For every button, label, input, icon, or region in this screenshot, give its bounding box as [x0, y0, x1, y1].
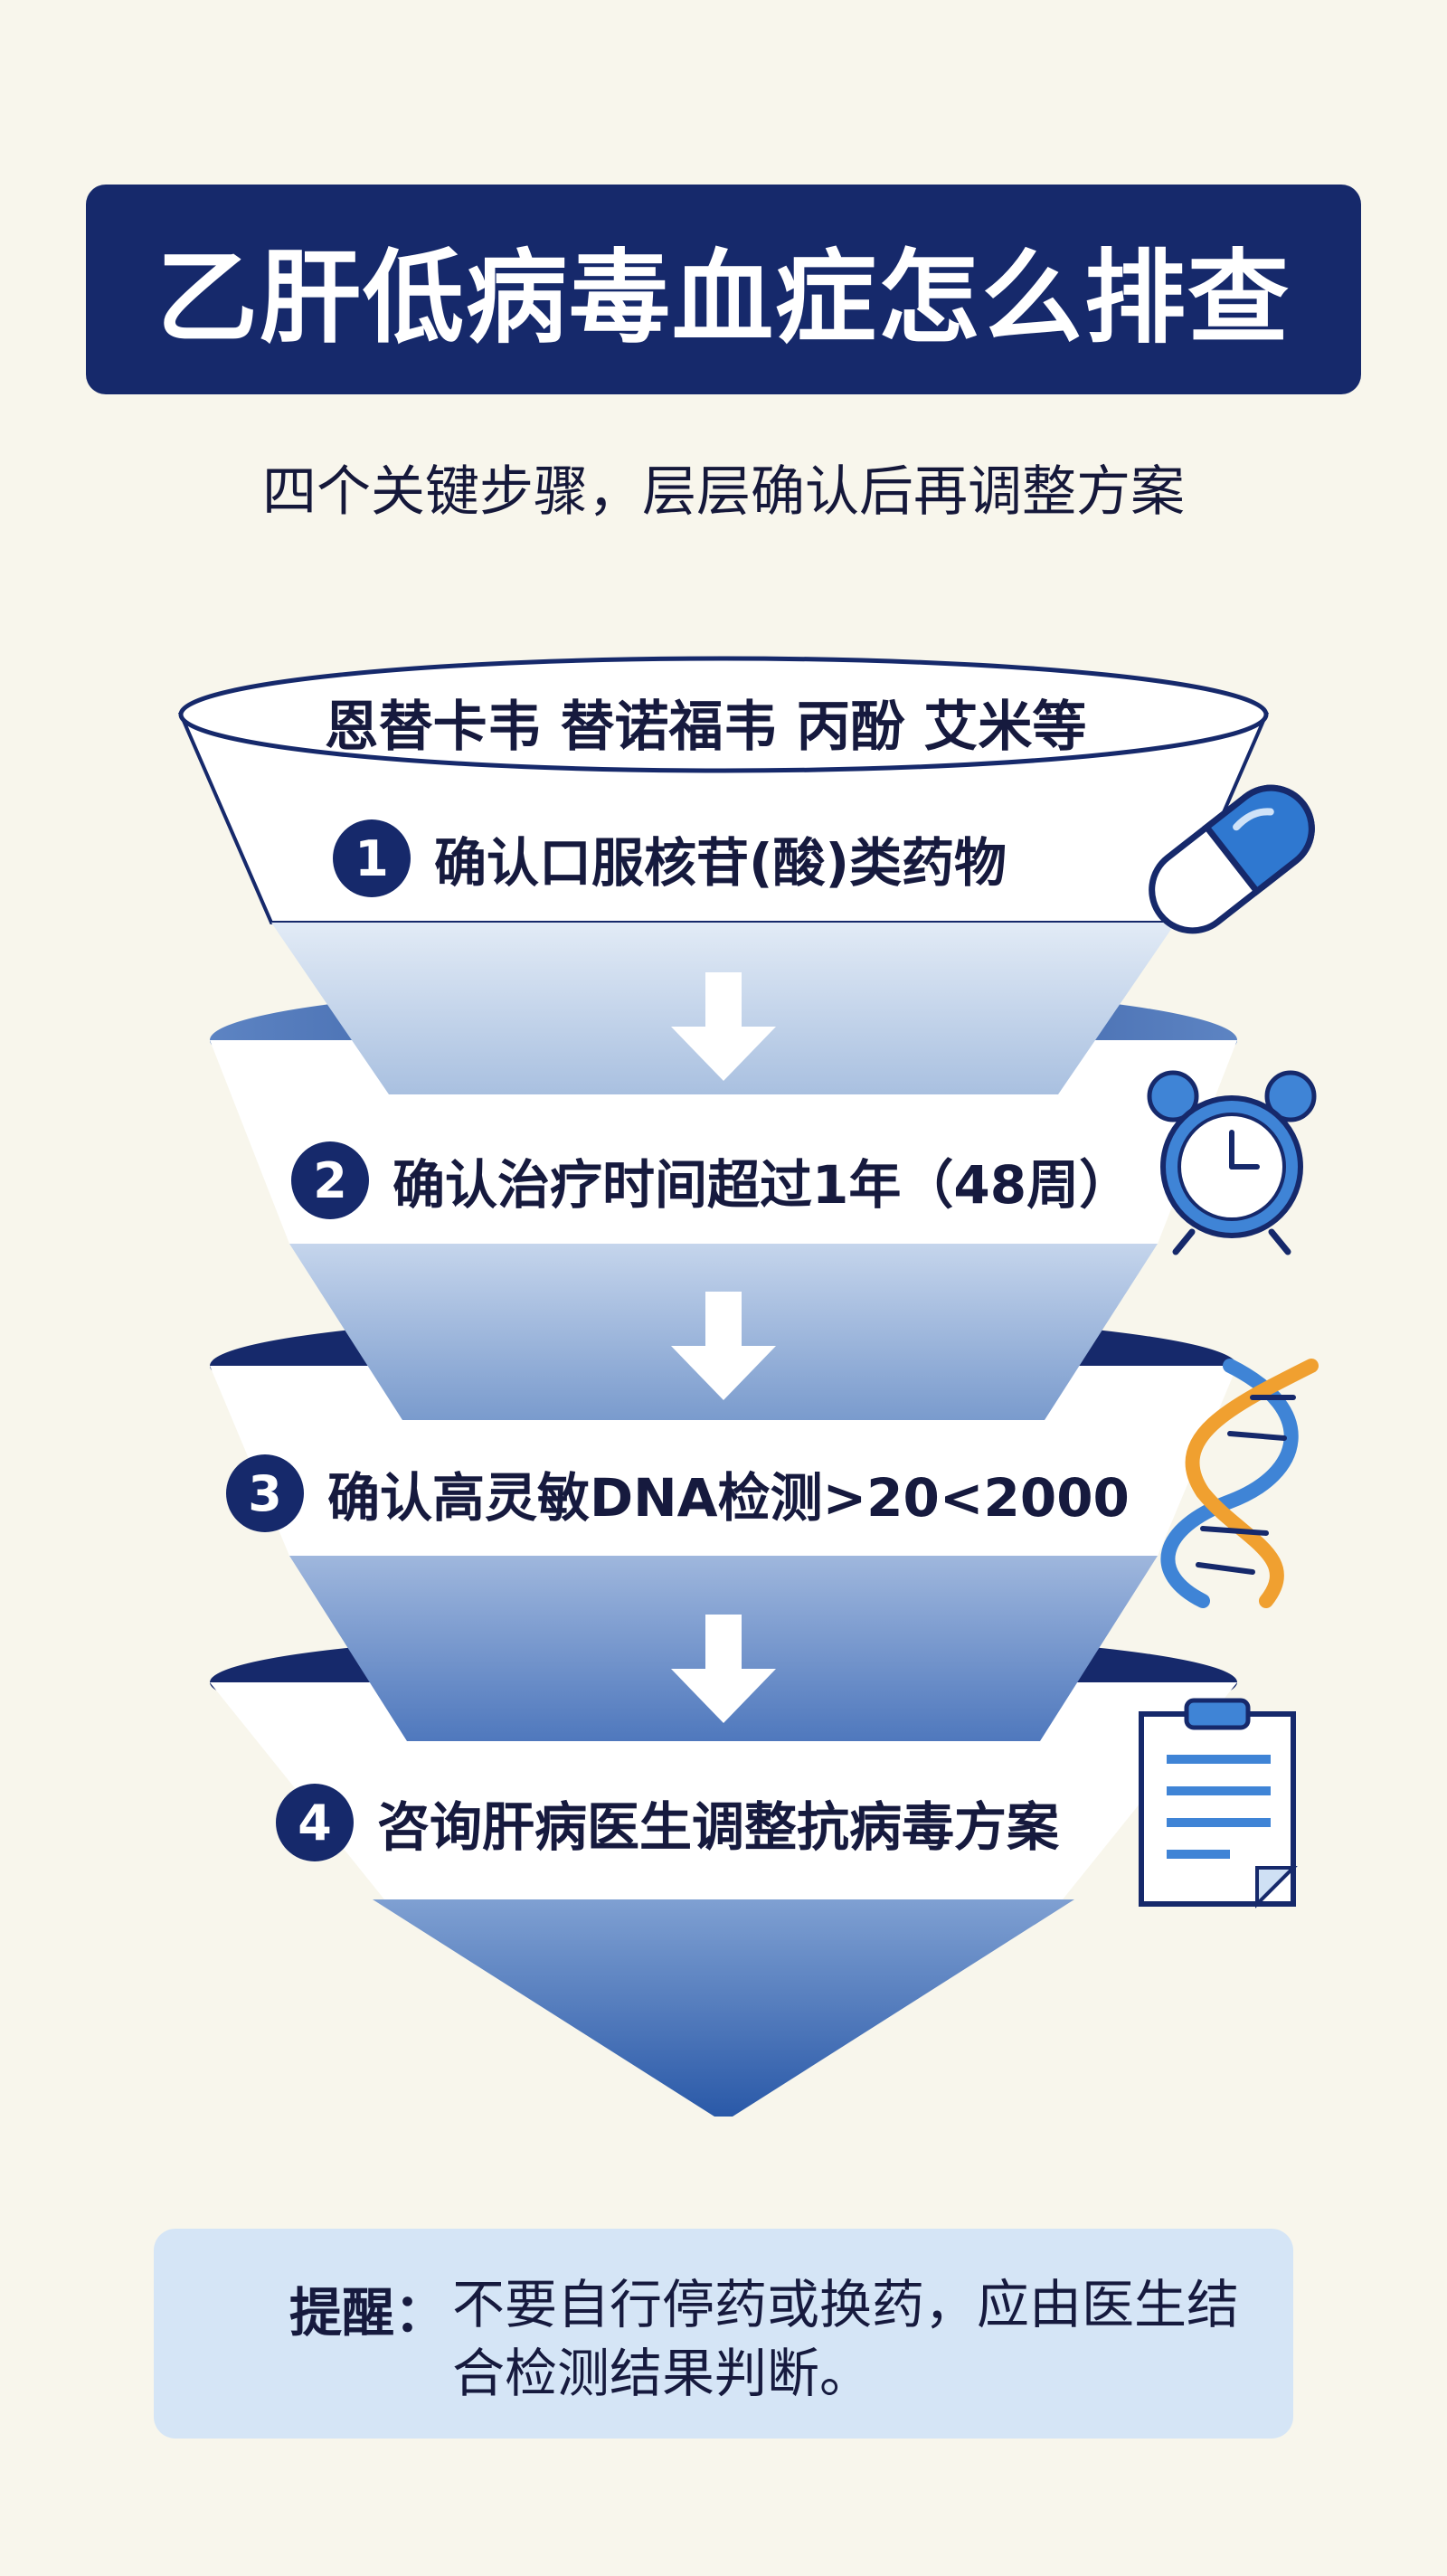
- step-4: 4 咨询肝病医生调整抗病毒方案: [276, 1784, 1059, 1861]
- step-number-badge: 1: [333, 819, 411, 897]
- page-title: 乙肝低病毒血症怎么排查: [156, 240, 1291, 357]
- down-arrow-icon: [671, 972, 776, 1081]
- step-number-badge: 3: [226, 1454, 304, 1532]
- step-1: 1 确认口服核苷(酸)类药物: [333, 819, 1007, 897]
- pill-icon: [1149, 784, 1315, 934]
- step-number-badge: 2: [291, 1141, 369, 1219]
- reminder-text: 不要自行停药或换药，应由医生结合检测结果判断。: [452, 2274, 1240, 2404]
- funnel-arrows: [671, 972, 776, 1723]
- step-text: 咨询肝病医生调整抗病毒方案: [377, 1796, 1060, 1858]
- dna-icon: [1160, 1359, 1319, 1608]
- down-arrow-icon: [671, 1615, 776, 1723]
- alarm-clock-icon: [1147, 1070, 1317, 1255]
- step-text: 确认治疗时间超过1年（48周）: [392, 1154, 1132, 1216]
- title-banner: 乙肝低病毒血症怎么排查: [86, 185, 1361, 394]
- down-arrow-icon: [671, 1292, 776, 1400]
- step-text: 确认高灵敏DNA检测>20<2000: [327, 1467, 1130, 1529]
- subtitle: 四个关键步骤，层层确认后再调整方案: [262, 460, 1185, 524]
- reminder-label: 提醒：: [289, 2282, 448, 2344]
- step-text: 确认口服核苷(酸)类药物: [434, 832, 1007, 894]
- step-number-badge: 4: [276, 1784, 354, 1861]
- clipboard-icon: [1139, 1698, 1298, 1908]
- step-3: 3 确认高灵敏DNA检测>20<2000: [226, 1454, 1130, 1532]
- funnel-top-label: 恩替卡韦 替诺福韦 丙酚 艾米等: [324, 696, 1087, 759]
- step-2: 2 确认治疗时间超过1年（48周）: [291, 1141, 1131, 1219]
- reminder-box: 提醒： 不要自行停药或换药，应由医生结合检测结果判断。: [154, 2229, 1293, 2439]
